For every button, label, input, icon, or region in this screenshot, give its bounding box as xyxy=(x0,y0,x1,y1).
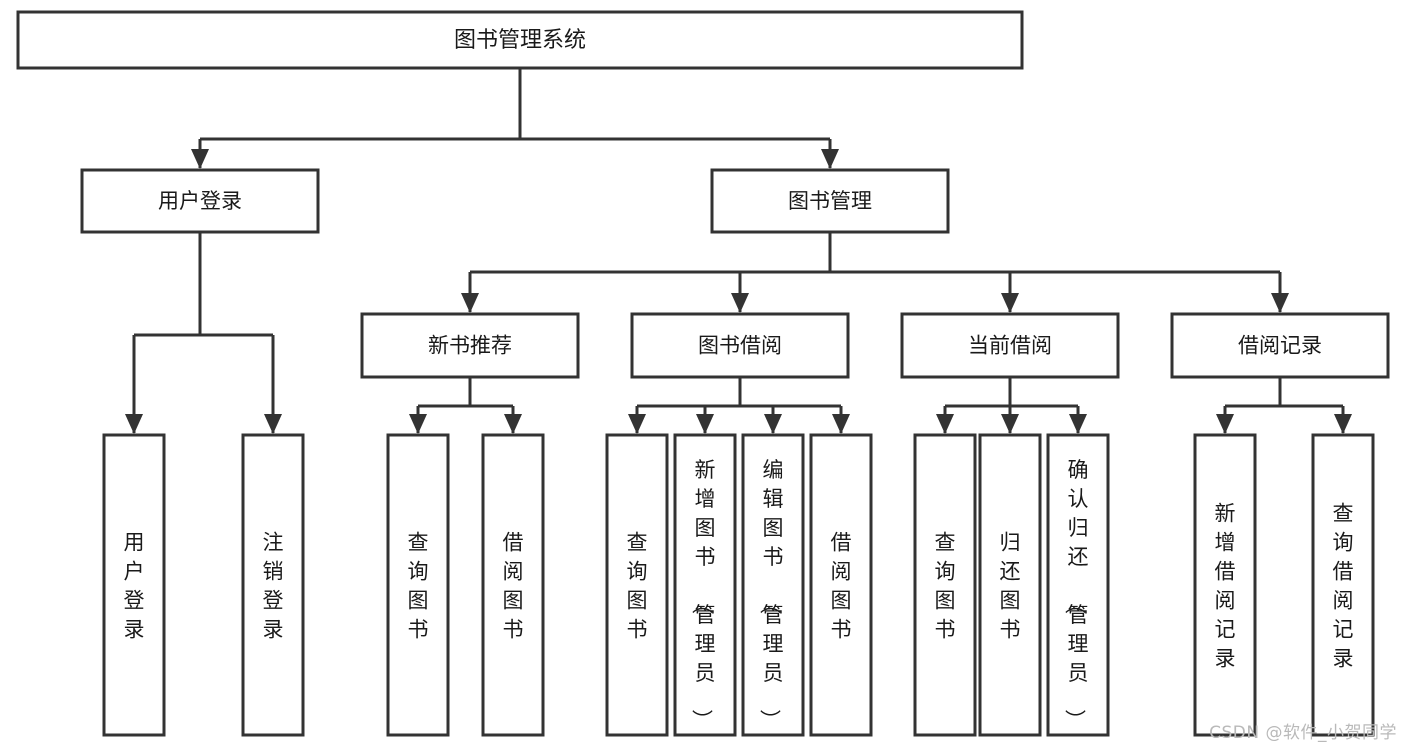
node-box-user-login xyxy=(80,168,320,234)
arrow-head-leaf-user-login xyxy=(125,414,143,434)
node-label-leaf-logout: 注销登录 xyxy=(263,531,284,642)
arrow-head-leaf-query-record xyxy=(1334,414,1352,434)
node-label-leaf-add-book: 新增图书（管理员） xyxy=(690,458,716,730)
node-label-leaf-borrow-book-2: 借阅图书 xyxy=(831,531,852,642)
node-leaf-query-book-1[interactable]: 查询图书 xyxy=(386,433,450,737)
node-leaf-confirm-return[interactable]: 确认归还（管理员） xyxy=(1046,433,1110,737)
arrow-head-leaf-borrow-book-2 xyxy=(832,414,850,434)
node-root[interactable]: 图书管理系统 xyxy=(16,10,1024,70)
arrow-head-leaf-add-book xyxy=(696,414,714,434)
node-box-leaf-borrow-book-1 xyxy=(481,433,545,737)
node-leaf-add-record[interactable]: 新增借阅记录 xyxy=(1193,433,1257,737)
node-label-borrow-record: 借阅记录 xyxy=(1238,334,1322,358)
node-label-leaf-query-book-1: 查询图书 xyxy=(408,531,429,642)
node-label-root: 图书管理系统 xyxy=(454,28,586,53)
node-box-borrow-record xyxy=(1170,312,1390,379)
arrow-head-book-manage xyxy=(821,149,839,169)
node-label-leaf-borrow-book-1: 借阅图书 xyxy=(503,531,524,642)
node-leaf-borrow-book-2[interactable]: 借阅图书 xyxy=(809,433,873,737)
arrow-head-book-borrow xyxy=(731,293,749,313)
node-leaf-user-login[interactable]: 用户登录 xyxy=(102,433,166,737)
node-label-user-login: 用户登录 xyxy=(158,189,242,213)
node-new-book-rec[interactable]: 新书推荐 xyxy=(360,312,580,379)
node-leaf-query-book-3[interactable]: 查询图书 xyxy=(913,433,977,737)
node-layer: 图书管理系统用户登录图书管理新书推荐图书借阅当前借阅借阅记录用户登录注销登录查询… xyxy=(16,10,1390,737)
node-leaf-edit-book[interactable]: 编辑图书（管理员） xyxy=(741,433,805,737)
arrow-head-leaf-query-book-2 xyxy=(628,414,646,434)
node-box-leaf-add-book xyxy=(673,433,737,737)
node-leaf-logout[interactable]: 注销登录 xyxy=(241,433,305,737)
node-label-new-book-rec: 新书推荐 xyxy=(428,334,512,358)
node-label-leaf-confirm-return: 确认归还（管理员） xyxy=(1063,458,1089,730)
node-leaf-borrow-book-1[interactable]: 借阅图书 xyxy=(481,433,545,737)
node-box-leaf-confirm-return xyxy=(1046,433,1110,737)
node-label-leaf-edit-book: 编辑图书（管理员） xyxy=(758,458,784,730)
node-leaf-return-book[interactable]: 归还图书 xyxy=(978,433,1042,737)
node-label-book-borrow: 图书借阅 xyxy=(698,334,782,358)
node-box-leaf-return-book xyxy=(978,433,1042,737)
node-box-leaf-query-book-1 xyxy=(386,433,450,737)
node-leaf-query-record[interactable]: 查询借阅记录 xyxy=(1311,433,1375,737)
node-label-book-manage: 图书管理 xyxy=(788,189,872,213)
arrow-head-leaf-confirm-return xyxy=(1069,414,1087,434)
node-book-borrow[interactable]: 图书借阅 xyxy=(630,312,850,379)
node-box-leaf-query-book-3 xyxy=(913,433,977,737)
arrow-head-leaf-query-book-3 xyxy=(936,414,954,434)
node-box-leaf-edit-book xyxy=(741,433,805,737)
node-box-leaf-logout xyxy=(241,433,305,737)
node-label-leaf-return-book: 归还图书 xyxy=(1000,531,1021,642)
node-book-manage[interactable]: 图书管理 xyxy=(710,168,950,234)
node-borrow-record[interactable]: 借阅记录 xyxy=(1170,312,1390,379)
node-box-leaf-borrow-book-2 xyxy=(809,433,873,737)
node-box-leaf-user-login xyxy=(102,433,166,737)
node-label-leaf-user-login: 用户登录 xyxy=(124,531,145,642)
arrow-head-leaf-query-book-1 xyxy=(409,414,427,434)
node-user-login[interactable]: 用户登录 xyxy=(80,168,320,234)
arrow-head-new-book-rec xyxy=(461,293,479,313)
node-leaf-query-book-2[interactable]: 查询图书 xyxy=(605,433,669,737)
node-box-book-borrow xyxy=(630,312,850,379)
node-box-leaf-query-book-2 xyxy=(605,433,669,737)
node-box-current-borrow xyxy=(900,312,1120,379)
arrow-head-leaf-add-record xyxy=(1216,414,1234,434)
node-box-new-book-rec xyxy=(360,312,580,379)
node-label-leaf-query-record: 查询借阅记录 xyxy=(1333,502,1354,671)
node-leaf-add-book[interactable]: 新增图书（管理员） xyxy=(673,433,737,737)
node-label-leaf-add-record: 新增借阅记录 xyxy=(1215,502,1236,671)
arrow-head-leaf-logout xyxy=(264,414,282,434)
arrow-head-leaf-return-book xyxy=(1001,414,1019,434)
node-label-current-borrow: 当前借阅 xyxy=(968,334,1052,358)
node-label-leaf-query-book-2: 查询图书 xyxy=(627,531,648,642)
node-box-root xyxy=(16,10,1024,70)
arrow-head-leaf-borrow-book-1 xyxy=(504,414,522,434)
node-current-borrow[interactable]: 当前借阅 xyxy=(900,312,1120,379)
node-box-leaf-add-record xyxy=(1193,433,1257,737)
arrow-head-leaf-edit-book xyxy=(764,414,782,434)
arrow-head-user-login xyxy=(191,149,209,169)
node-label-leaf-query-book-3: 查询图书 xyxy=(935,531,956,642)
connector-layer xyxy=(125,68,1352,434)
node-box-leaf-query-record xyxy=(1311,433,1375,737)
arrow-head-borrow-record xyxy=(1271,293,1289,313)
node-box-book-manage xyxy=(710,168,950,234)
arrow-head-current-borrow xyxy=(1001,293,1019,313)
